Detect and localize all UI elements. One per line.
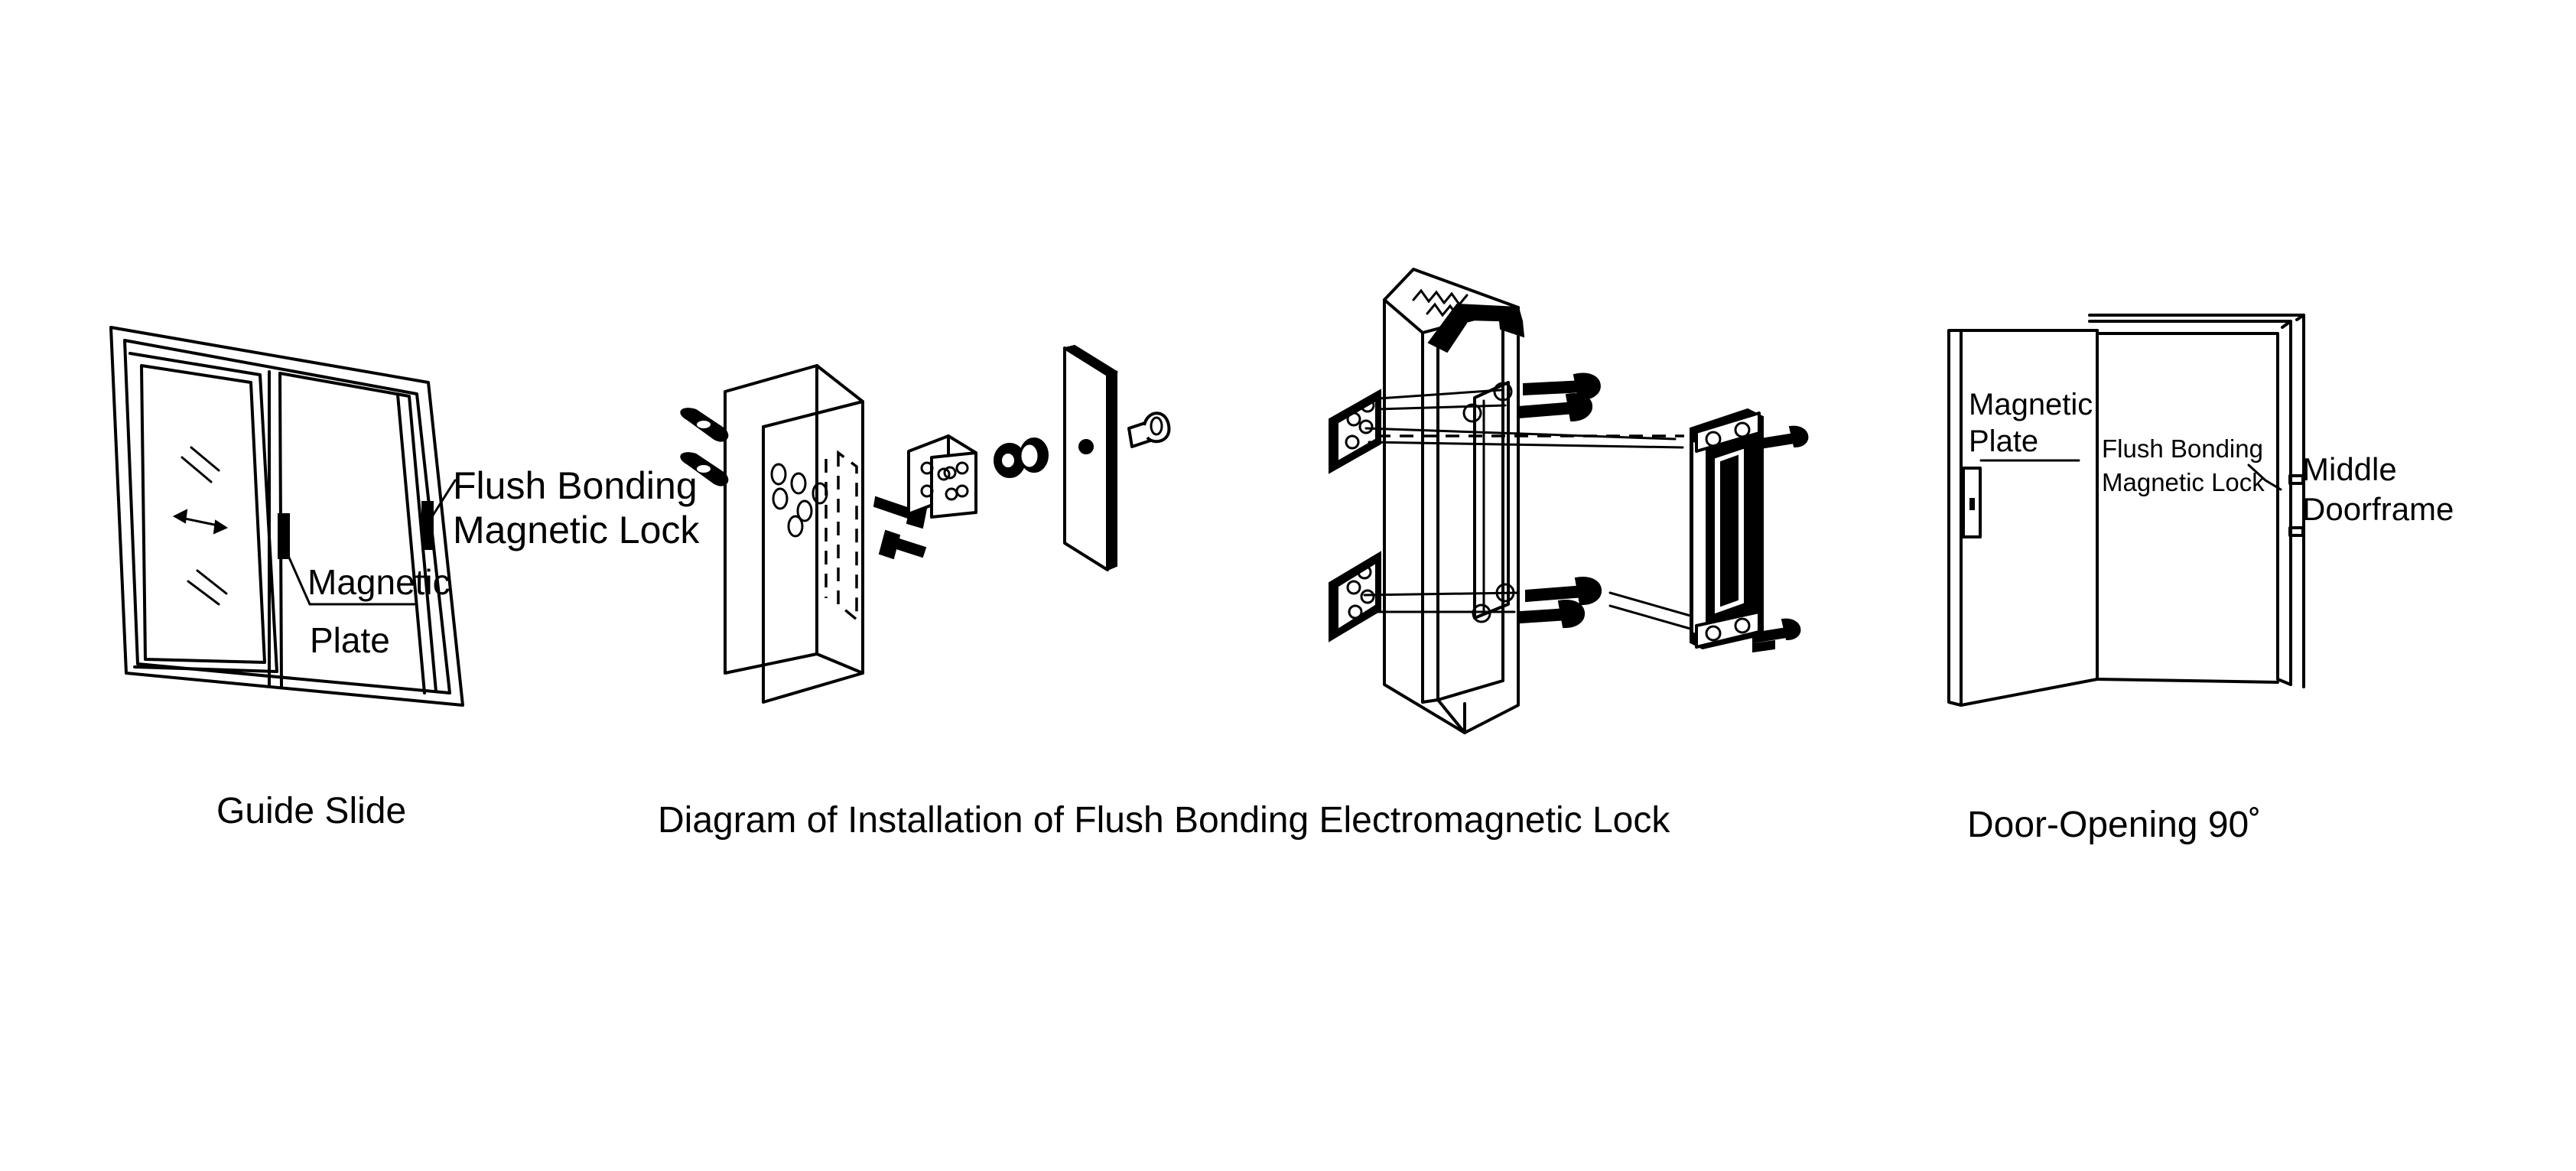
door-magnetic-plate (1962, 467, 1982, 538)
assembly-view (1329, 268, 1809, 734)
screw-icon-lock-top (1760, 425, 1809, 450)
flush-magnetic-lock-body (1690, 408, 1764, 650)
screw-icon-lower-a (1525, 577, 1602, 606)
installation-caption: Diagram of Installation of Flush Bonding… (658, 800, 1670, 841)
bolt-icon (1127, 411, 1171, 448)
left-bracket-top (1329, 389, 1381, 474)
guide-slide-window (109, 326, 464, 707)
screw-icon-bottom (878, 529, 927, 560)
screw-icon-lower-b (1520, 600, 1585, 629)
door-lock-label-line1: Flush Bonding (2102, 434, 2263, 463)
door-column (1383, 268, 1525, 734)
slide-plate-label-line1: Magnetic (307, 562, 450, 602)
door-opening-diagram (1947, 314, 2305, 707)
door-frame-label-line2: Doorframe (2302, 491, 2454, 527)
screw-icon-upper-b (1517, 392, 1592, 422)
screw-icon-upper-a (1523, 372, 1601, 401)
washer-icon-top (680, 408, 729, 442)
exploded-installation-parts (680, 344, 1171, 704)
left-bracket-bottom (1329, 551, 1381, 642)
screw-icon-lock-bottom-b (1752, 639, 1775, 653)
door-frame-box (724, 364, 864, 704)
door-lock-label-line2: Magnetic Lock (2102, 468, 2265, 496)
door-opening-caption: Door-Opening 90˚ (1967, 805, 2261, 845)
armature-plate (1062, 344, 1119, 571)
slide-magnetic-lock (421, 501, 434, 550)
nut-icon (994, 437, 1049, 478)
door-frame-label-line1: Middle (2302, 451, 2397, 487)
door-plate-label-line2: Plate (1969, 424, 2038, 458)
slide-magnetic-plate (278, 513, 290, 559)
slide-lock-label-line2: Magnetic Lock (453, 509, 700, 551)
door-plate-label-line1: Magnetic (1969, 388, 2093, 421)
screw-icon-lock-bottom-a (1752, 618, 1801, 644)
slide-lock-label-line1: Flush Bonding (453, 464, 698, 507)
slide-plate-label-line2: Plate (310, 620, 390, 660)
mounting-bracket (907, 434, 977, 519)
guide-slide-caption: Guide Slide (216, 791, 406, 831)
